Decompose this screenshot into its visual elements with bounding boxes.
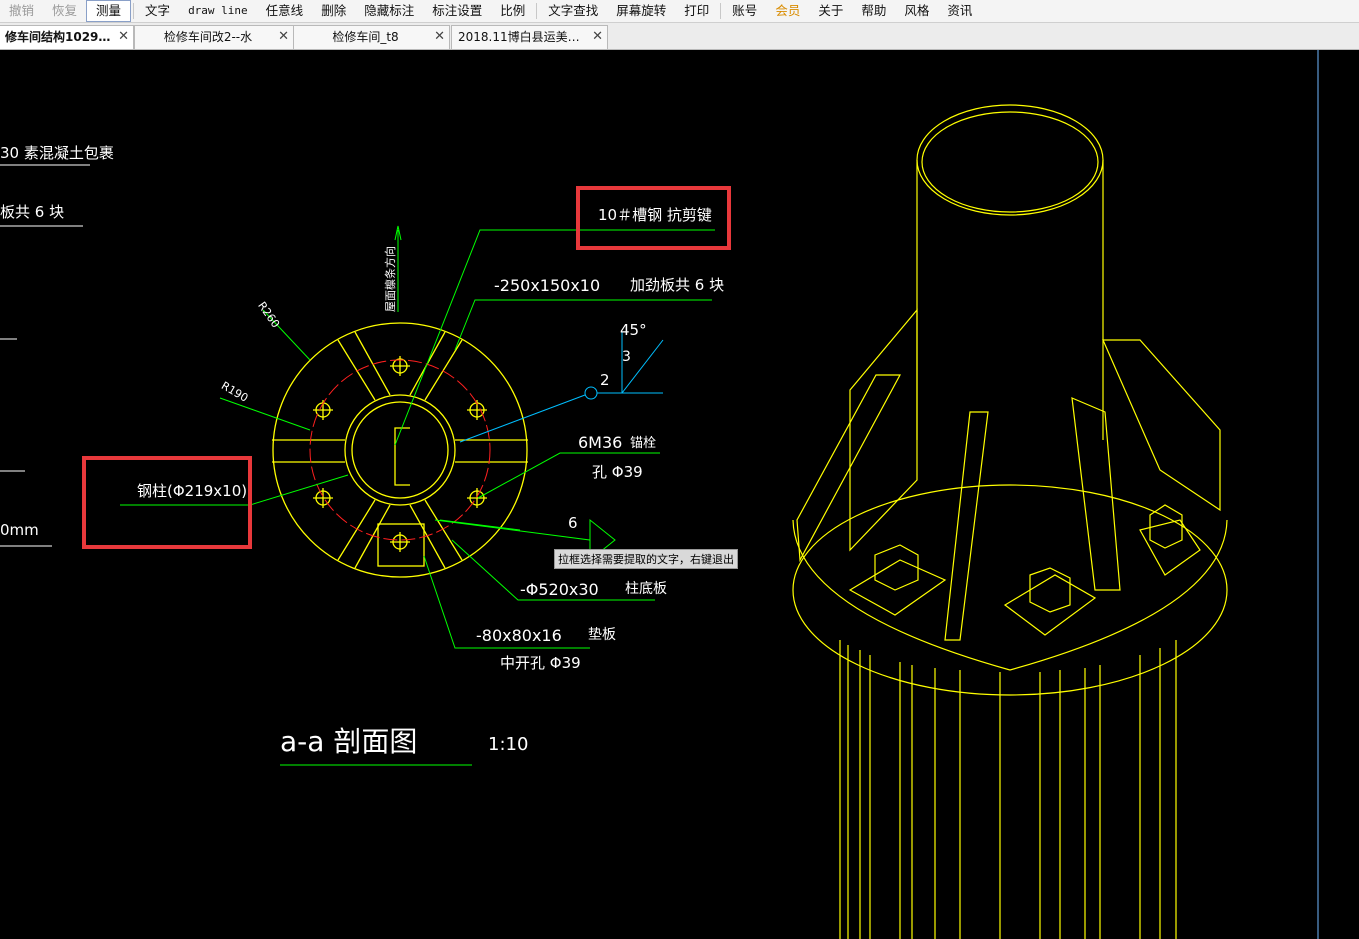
label-washer-name: 垫板 <box>588 627 616 643</box>
tab-label: 修车间结构1029-改⋯ <box>5 30 115 44</box>
toolbar-button-12[interactable]: 打印 <box>684 3 710 18</box>
document-tab-2[interactable]: 检修车间_t8 ✕ <box>293 25 450 49</box>
label-stiffener-count: 加劲板共 6 块 <box>630 276 725 294</box>
toolbar-button-1[interactable]: 恢复 <box>52 3 78 18</box>
toolbar-separator <box>536 3 538 19</box>
toolbar-button-16[interactable]: 帮助 <box>861 3 887 18</box>
label-stiffener: -250x150x10 <box>494 276 601 295</box>
tab-bar: 修车间结构1029-改⋯✕检修车间改2--水✕检修车间_t8✕2018.11博白… <box>0 23 1359 50</box>
label-angle: 45° <box>620 321 647 339</box>
label-base-plate: -Φ520x30 <box>520 580 599 599</box>
tab-close-icon[interactable]: ✕ <box>592 29 603 44</box>
toolbar-button-17[interactable]: 风格 <box>904 3 930 18</box>
label-bolts-type: 锚栓 <box>630 436 657 451</box>
toolbar: 撤销 恢复测量文字 draw line 任意线 删除 隐藏标注 标注设置 比例 文字查找 屏幕旋转… <box>0 0 1359 23</box>
highlight-box-column <box>82 456 252 549</box>
label-washer: -80x80x16 <box>476 626 562 645</box>
toolbar-button-10[interactable]: 文字查找 <box>548 3 599 18</box>
document-tab-1[interactable]: 检修车间改2--水 ✕ <box>134 25 294 49</box>
tab-close-icon[interactable]: ✕ <box>118 29 129 44</box>
label-shear-key: 10＃槽钢 抗剪键 <box>598 206 712 224</box>
label-weld: 2 <box>600 371 610 389</box>
toolbar-separator <box>720 3 722 19</box>
tab-label: 2018.11博白县运美城⋯ <box>458 30 589 44</box>
toolbar-button-18[interactable]: 资讯 <box>947 3 973 18</box>
toolbar-button-9[interactable]: 比例 <box>500 3 526 18</box>
section-scale: 1:10 <box>488 734 529 755</box>
label-roof-dir: 屋面檩条方向 <box>384 246 397 312</box>
toolbar-button-6[interactable]: 删除 <box>321 3 347 18</box>
highlight-box-shear-key <box>576 186 731 250</box>
toolbar-button-14[interactable]: 会员 <box>775 3 801 18</box>
toolbar-button-3[interactable]: 文字 <box>145 3 171 18</box>
toolbar-button-13[interactable]: 账号 <box>732 3 758 18</box>
tab-close-icon[interactable]: ✕ <box>434 29 445 44</box>
label-base-plate-name: 柱底板 <box>625 581 667 597</box>
cad-drawing <box>0 50 1319 939</box>
toolbar-separator <box>133 3 135 19</box>
note-plates: 板共 6 块 <box>0 203 65 221</box>
section-title: a-a 剖面图 <box>280 725 418 758</box>
toolbar-button-4[interactable]: draw line <box>188 4 248 17</box>
weld-symbol <box>459 332 664 443</box>
drawing-canvas[interactable]: 30 素混凝土包裹 板共 6 块 0mm 10＃槽钢 抗剪键 -250x150x… <box>0 50 1359 939</box>
toolbar-button-5[interactable]: 任意线 <box>265 3 304 18</box>
toolbar-button-15[interactable]: 关于 <box>818 3 844 18</box>
document-tab-3[interactable]: 2018.11博白县运美城⋯✕ <box>451 25 608 49</box>
label-washer-hole: 中开孔 Φ39 <box>500 654 581 672</box>
bolt-circle <box>309 359 491 541</box>
toolbar-button-11[interactable]: 屏幕旋转 <box>616 3 667 18</box>
toolbar-button-7[interactable]: 隐藏标注 <box>364 3 415 18</box>
iso-view <box>792 104 1228 939</box>
toolbar-button-8[interactable]: 标注设置 <box>432 3 483 18</box>
note-concrete: 30 素混凝土包裹 <box>0 144 114 162</box>
note-mm: 0mm <box>0 521 39 539</box>
document-tab-0[interactable]: 修车间结构1029-改⋯✕ <box>0 25 134 49</box>
tab-label: 检修车间改2--水 <box>163 30 253 44</box>
toolbar-button-0[interactable]: 撤销 <box>9 3 35 18</box>
toolbar-button-2[interactable]: 测量 <box>86 0 132 22</box>
label-hole: 孔 Φ39 <box>592 463 643 481</box>
label-bolts: 6M36 <box>578 433 623 452</box>
tooltip-extract-text: 拉框选择需要提取的文字，右键退出 <box>554 549 738 569</box>
tab-label: 检修车间_t8 <box>332 30 399 44</box>
label-angle-num: 3 <box>622 349 631 365</box>
label-column: 钢柱(Φ219x10) <box>137 482 248 500</box>
label-weld6: 6 <box>568 514 578 532</box>
tab-close-icon[interactable]: ✕ <box>278 29 289 44</box>
